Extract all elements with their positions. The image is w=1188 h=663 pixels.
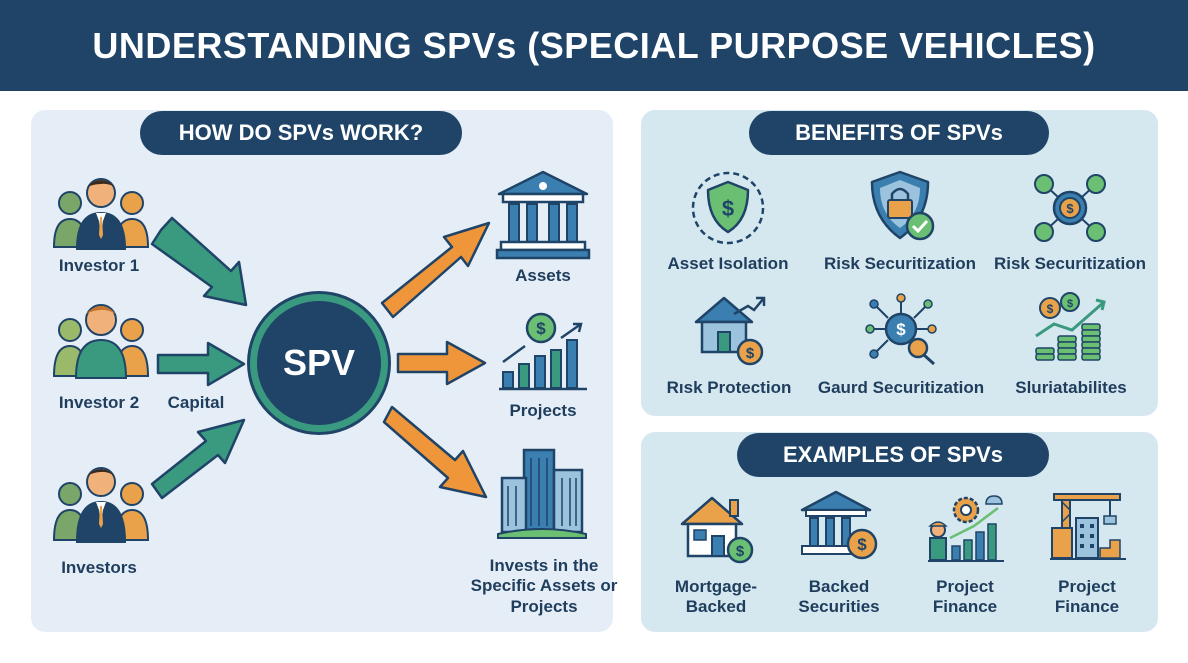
benefit-label: Risk Securitization	[993, 254, 1147, 273]
assets-label: Assets	[515, 266, 571, 285]
investor-arrow-3	[150, 418, 246, 500]
investor-arrow-2	[156, 341, 246, 387]
svg-text:$: $	[896, 320, 906, 339]
svg-text:$: $	[1066, 201, 1074, 216]
svg-text:$: $	[536, 319, 546, 338]
benefit-label: Gaurd Securitization	[817, 378, 985, 397]
example-label: Mortgage-Backed	[674, 577, 758, 617]
crane-building-icon	[1050, 493, 1126, 560]
growth-chart-icon: $	[499, 312, 587, 391]
svg-text:$: $	[857, 535, 867, 554]
benefits-panel	[641, 110, 1158, 416]
capital-label: Capital	[167, 393, 225, 412]
example-label: Project Finance	[1054, 577, 1120, 617]
city-buildings-icon	[497, 448, 587, 539]
house-growth-icon: $	[694, 296, 766, 366]
house-dollar-icon: $	[680, 496, 754, 564]
how-heading: HOW DO SPVs WORK?	[140, 111, 462, 155]
shield-lock-icon	[870, 170, 935, 241]
investor-1-label: Investor 1	[58, 256, 140, 275]
output-arrow-invests	[382, 405, 488, 499]
benefit-label: Risk Securitization	[823, 254, 977, 273]
svg-text:$: $	[722, 196, 734, 221]
svg-text:$: $	[1047, 302, 1054, 316]
example-label: Backed Securities	[798, 577, 880, 617]
network-dollar-icon: $	[1034, 174, 1106, 242]
coins-growth-icon: $ $	[1035, 292, 1106, 361]
bank-dollar-icon: $	[800, 490, 878, 560]
investor-group-icon	[52, 304, 150, 379]
benefit-label: Asset Isolation	[667, 254, 789, 273]
output-arrow-projects	[396, 340, 487, 386]
dollar-magnify-icon: $	[865, 293, 937, 366]
investor-group-icon	[52, 178, 150, 250]
svg-text:$: $	[746, 345, 755, 362]
bank-icon	[495, 170, 591, 260]
investor-group-icon	[52, 467, 150, 543]
shield-dollar-icon: $	[691, 171, 765, 245]
example-label: Project Finance	[932, 577, 998, 617]
benefits-heading: BENEFITS OF SPVs	[749, 111, 1049, 155]
output-arrow-assets	[380, 221, 491, 319]
svg-text:$: $	[1067, 298, 1073, 310]
investor-arrow-1	[150, 216, 248, 307]
investors-label: Investors	[61, 558, 137, 577]
benefit-label: Rısk Protection	[666, 378, 792, 397]
worker-gear-icon	[928, 495, 1004, 562]
invests-label: Invests in the Specific Assets or Projec…	[470, 556, 618, 616]
benefit-label: Sluriatabilites	[1015, 378, 1127, 397]
page-title: UNDERSTANDING SPVs (SPECIAL PURPOSE VEHI…	[92, 24, 1096, 66]
investor-2-label: Investor 2	[58, 393, 140, 412]
svg-text:$: $	[736, 543, 745, 560]
header-bar: UNDERSTANDING SPVs (SPECIAL PURPOSE VEHI…	[0, 0, 1188, 91]
examples-heading: EXAMPLES OF SPVs	[737, 433, 1049, 477]
spv-center: SPV	[250, 294, 388, 432]
projects-label: Projects	[509, 401, 577, 420]
